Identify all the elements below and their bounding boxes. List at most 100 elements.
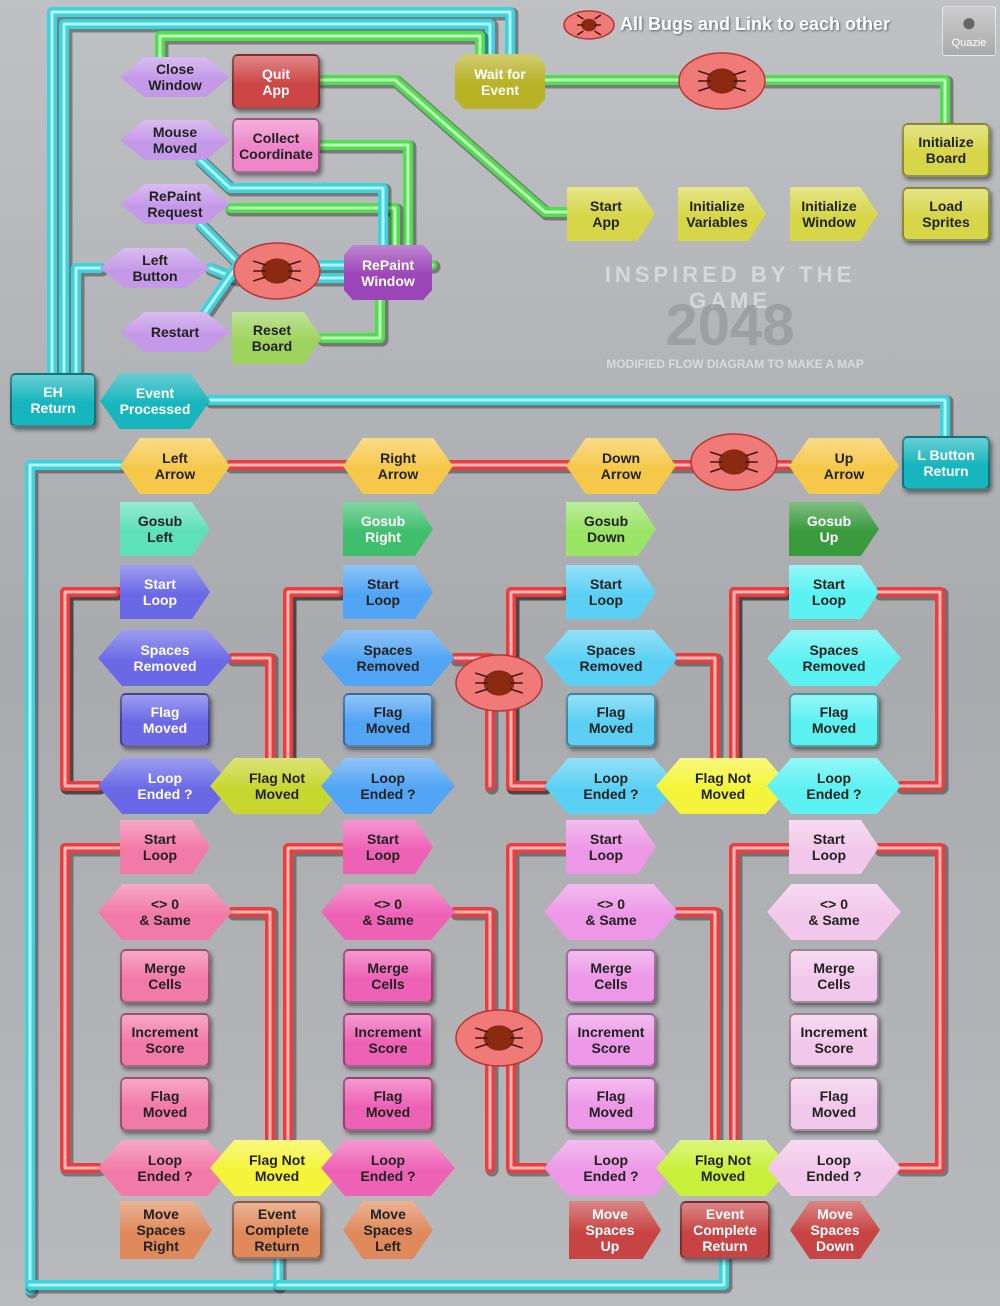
start-loop-5-label: Start Loop bbox=[142, 831, 178, 863]
initialize-board-label: Initialize Board bbox=[918, 134, 974, 166]
merge-cells-4-node: Merge Cells bbox=[789, 949, 879, 1003]
green-wire-request bbox=[228, 206, 397, 247]
nonzero-same-4-label: <> 0 & Same bbox=[808, 896, 860, 928]
event-processed-node: Event Processed bbox=[100, 373, 210, 429]
loop-ended-1-label: Loop Ended ? bbox=[137, 770, 193, 802]
restart-node: Restart bbox=[120, 312, 230, 352]
increment-score-1-node: Increment Score bbox=[120, 1013, 210, 1067]
start-loop-3-node: Start Loop bbox=[566, 565, 656, 619]
event-processed-label: Event Processed bbox=[119, 385, 191, 417]
start-loop-4-node: Start Loop bbox=[789, 565, 879, 619]
mouse-moved-node: Mouse Moved bbox=[120, 120, 230, 160]
start-loop-4-label: Start Loop bbox=[811, 576, 847, 608]
increment-score-3-node: Increment Score bbox=[566, 1013, 656, 1067]
start-loop-2-label: Start Loop bbox=[365, 576, 401, 608]
red-loop-top-a-1 bbox=[63, 590, 117, 788]
loop-ended-4-label: Loop Ended ? bbox=[806, 770, 862, 802]
start-loop-1-node: Start Loop bbox=[120, 565, 210, 619]
red-loop-top-a-1-shadow bbox=[60, 587, 124, 795]
gosub-right-node: Gosub Right bbox=[343, 502, 433, 556]
watermark-caption: MODIFIED FLOW DIAGRAM TO MAKE A MAP bbox=[606, 357, 864, 371]
initialize-board-node: Initialize Board bbox=[902, 123, 990, 177]
move-spaces-left-label: Move Spaces Left bbox=[363, 1206, 413, 1254]
red-wire-nz1 bbox=[227, 907, 275, 1173]
left-button-node: Left Button bbox=[100, 248, 210, 288]
event-complete-return-1-node: Event Complete Return bbox=[232, 1201, 322, 1259]
red-wire-sr3 bbox=[676, 656, 717, 788]
move-spaces-up-label: Move Spaces Up bbox=[585, 1206, 635, 1254]
cyan-wire-processed bbox=[208, 398, 947, 438]
nonzero-same-2-label: <> 0 & Same bbox=[362, 896, 414, 928]
merge-cells-4-label: Merge Cells bbox=[813, 960, 855, 992]
green-wire-request-shadow bbox=[225, 203, 404, 254]
quit-app-node: Quit App bbox=[232, 54, 320, 109]
bug-icon-mid bbox=[455, 654, 543, 712]
right-arrow-label: Right Arrow bbox=[377, 450, 419, 482]
initialize-variables-label: Initialize Variables bbox=[686, 198, 748, 230]
move-spaces-down-label: Move Spaces Down bbox=[810, 1206, 860, 1254]
event-complete-return-2-label: Event Complete Return bbox=[693, 1206, 757, 1254]
down-arrow-node: Down Arrow bbox=[566, 438, 676, 494]
l-button-return-label: L Button Return bbox=[917, 447, 975, 479]
flag-moved-5-label: Flag Moved bbox=[142, 1088, 188, 1120]
flag-moved-2-node: Flag Moved bbox=[343, 693, 433, 747]
event-complete-return-1-label: Event Complete Return bbox=[245, 1206, 309, 1254]
flag-not-moved-3-node: Flag Not Moved bbox=[210, 1140, 344, 1196]
l-button-return-node: L Button Return bbox=[902, 436, 990, 490]
flag-not-moved-1-label: Flag Not Moved bbox=[249, 770, 305, 802]
merge-cells-1-label: Merge Cells bbox=[144, 960, 186, 992]
up-arrow-label: Up Arrow bbox=[823, 450, 865, 482]
start-loop-6-node: Start Loop bbox=[343, 820, 433, 874]
reset-board-label: Reset Board bbox=[251, 322, 293, 354]
spaces-removed-4-label: Spaces Removed bbox=[802, 642, 866, 674]
cyan-wire-leftbtn-shadow bbox=[71, 263, 109, 382]
red-wire-sr1 bbox=[230, 656, 272, 788]
bug-icon-low bbox=[455, 1009, 543, 1067]
diagram-title: All Bugs and Link to each other bbox=[620, 14, 891, 34]
load-sprites-label: Load Sprites bbox=[922, 198, 970, 230]
spaces-removed-2-node: Spaces Removed bbox=[321, 630, 455, 686]
spaces-removed-1-node: Spaces Removed bbox=[98, 630, 232, 686]
start-loop-1-label: Start Loop bbox=[142, 576, 178, 608]
red-wire-sr4 bbox=[874, 587, 945, 791]
eh-return-node: EH Return bbox=[10, 373, 96, 427]
nonzero-same-2-node: <> 0 & Same bbox=[321, 884, 455, 940]
red-wire-nz3 bbox=[673, 907, 720, 1173]
green-wire-reset bbox=[317, 295, 385, 343]
spaces-removed-4-node: Spaces Removed bbox=[767, 630, 901, 686]
cyan-wire-leftbtn bbox=[74, 266, 102, 375]
nonzero-same-4-node: <> 0 & Same bbox=[767, 884, 901, 940]
flag-not-moved-3-label: Flag Not Moved bbox=[249, 1152, 305, 1184]
flag-moved-4-label: Flag Moved bbox=[811, 704, 857, 736]
left-button-label: Left Button bbox=[132, 252, 178, 284]
quit-app-label: Quit App bbox=[262, 65, 290, 98]
flag-not-moved-4-label: Flag Not Moved bbox=[695, 1152, 751, 1184]
nonzero-same-1-label: <> 0 & Same bbox=[139, 896, 191, 928]
start-app-label: Start App bbox=[590, 198, 622, 230]
cyan-wire-bottom-right bbox=[276, 1257, 726, 1287]
initialize-window-label: Initialize Window bbox=[801, 198, 857, 230]
increment-score-1-label: Increment Score bbox=[131, 1024, 199, 1056]
start-loop-8-node: Start Loop bbox=[789, 820, 879, 874]
cyan-wire-top bbox=[50, 10, 512, 375]
start-loop-7-node: Start Loop bbox=[566, 820, 656, 874]
repaint-request-node: RePaint Request bbox=[120, 184, 230, 224]
flag-not-moved-1-node: Flag Not Moved bbox=[210, 758, 344, 814]
move-spaces-right-label: Move Spaces Right bbox=[136, 1206, 186, 1254]
flag-moved-1-label: Flag Moved bbox=[142, 704, 188, 736]
cyan-wire-top-inner bbox=[62, 22, 492, 375]
bug-icon-arrows bbox=[690, 433, 778, 491]
green-wire-close bbox=[155, 31, 485, 62]
red-wire-nz1 bbox=[230, 910, 272, 1170]
start-app-node: Start App bbox=[567, 187, 655, 241]
loop-ended-6-label: Loop Ended ? bbox=[360, 1152, 416, 1184]
flag-not-moved-2-label: Flag Not Moved bbox=[695, 770, 751, 802]
merge-cells-1-node: Merge Cells bbox=[120, 949, 210, 1003]
flag-moved-6-node: Flag Moved bbox=[343, 1077, 433, 1131]
increment-score-4-node: Increment Score bbox=[789, 1013, 879, 1067]
loop-ended-1-node: Loop Ended ? bbox=[98, 758, 232, 814]
gosub-up-label: Gosub Up bbox=[806, 513, 852, 545]
nonzero-same-1-node: <> 0 & Same bbox=[98, 884, 232, 940]
red-wire-nz4 bbox=[877, 846, 942, 1170]
